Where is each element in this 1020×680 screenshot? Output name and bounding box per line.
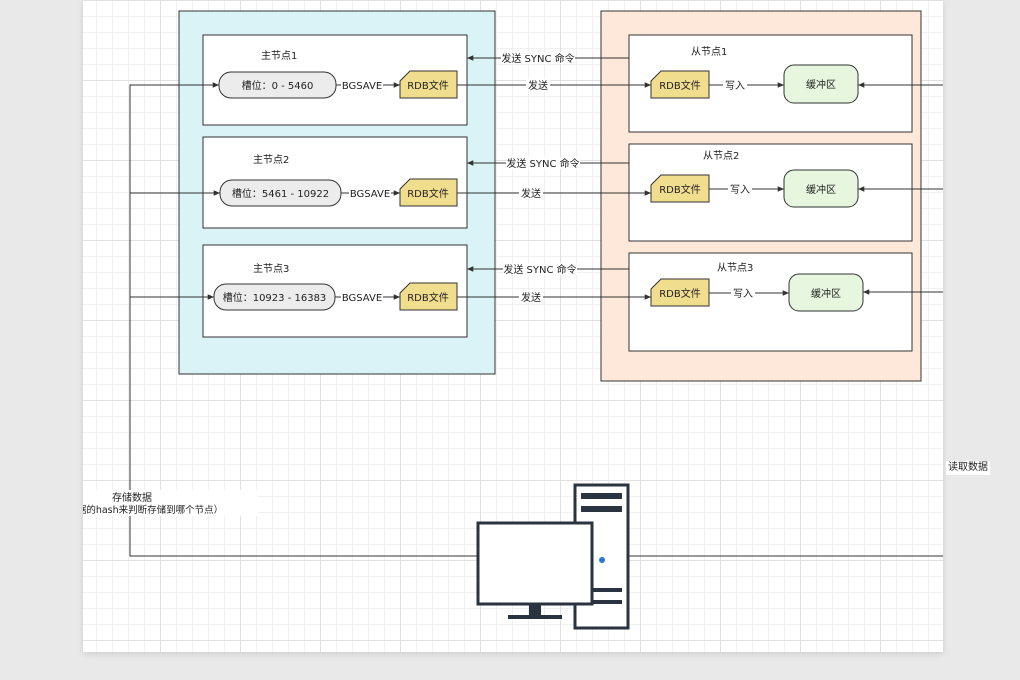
slave-node-2: 从节点2 RDB文件 写入 缓冲区 (628, 143, 913, 242)
rdb-file-label: RDB文件 (407, 291, 449, 304)
computer-icon (476, 483, 630, 630)
rdb-file-label: RDB文件 (659, 79, 701, 92)
rdb-file-shape (650, 70, 710, 99)
slave-title: 从节点1 (691, 46, 727, 58)
slot-range-label: 槽位：10923 - 16383 (223, 291, 327, 304)
rdb-file-shape (650, 278, 710, 307)
link-label-backgrounds (501, 52, 580, 303)
send-label: 发送 (528, 79, 548, 92)
rdb-file-label: RDB文件 (407, 79, 449, 92)
bgsave-label-front: BGSAVE (350, 189, 390, 200)
buffer-label: 缓冲区 (806, 78, 836, 91)
master-title: 主节点2 (253, 154, 289, 166)
slave-title: 从节点2 (703, 150, 739, 162)
slave-title: 从节点3 (717, 262, 753, 274)
master-title: 主节点1 (261, 50, 297, 62)
master-title: 主节点3 (253, 263, 289, 275)
read-data-connector (628, 82, 943, 557)
rdb-file-shape (399, 70, 458, 99)
master-node-1: 主节点1 槽位：0 - 5460 BGSAVE RDB文件 (202, 34, 468, 126)
rdb-file-label: RDB文件 (659, 287, 701, 300)
store-label-background (83, 490, 258, 516)
store-data-note: （根据数据的hash来判断存储到哪个节点） (83, 504, 223, 516)
write-label-front: 写入 (730, 184, 750, 196)
sync-label: 发送 SYNC 命令 (503, 263, 576, 276)
rdb-file-shape (650, 174, 710, 203)
rdb-file-shape (399, 282, 458, 311)
arrow-label-backgrounds (341, 80, 755, 304)
cluster-replication-diagram: 主节点1 槽位：0 - 5460 BGSAVE RDB文件 主节点2 槽位：54… (83, 10, 943, 630)
send-label: 发送 (521, 291, 541, 304)
send-label: 发送 (521, 187, 541, 200)
slot-range-label: 槽位：0 - 5460 (242, 79, 314, 92)
store-data-label: 存储数据 (112, 491, 152, 504)
store-data-connector (129, 82, 478, 557)
write-label-front: 写入 (733, 288, 753, 300)
slot-range-label: 槽位：5461 - 10922 (232, 187, 329, 200)
rdb-file-label: RDB文件 (659, 183, 701, 196)
rdb-file-label: RDB文件 (407, 187, 449, 200)
slave-node-3: 从节点3 RDB文件 写入 缓冲区 (628, 252, 913, 352)
read-data-label: 读取数据 (946, 461, 990, 475)
buffer-label: 缓冲区 (806, 183, 836, 196)
slave-node-1: 从节点1 RDB文件 写入 缓冲区 (628, 34, 913, 133)
sync-label: 发送 SYNC 命令 (501, 52, 574, 65)
replication-arrows (457, 55, 651, 300)
sync-label: 发送 SYNC 命令 (506, 157, 579, 170)
bgsave-label-front: BGSAVE (342, 81, 382, 92)
bgsave-label-front: BGSAVE (342, 293, 382, 304)
master-node-2: 主节点2 槽位：5461 - 10922 BGSAVE RDB文件 (202, 136, 468, 229)
write-label-front: 写入 (725, 80, 745, 92)
buffer-label: 缓冲区 (811, 287, 841, 300)
rdb-file-shape (399, 178, 458, 207)
master-node-3: 主节点3 槽位：10923 - 16383 BGSAVE RDB文件 (202, 244, 468, 338)
diagram-canvas: 主节点1 槽位：0 - 5460 BGSAVE RDB文件 主节点2 槽位：54… (83, 0, 943, 652)
